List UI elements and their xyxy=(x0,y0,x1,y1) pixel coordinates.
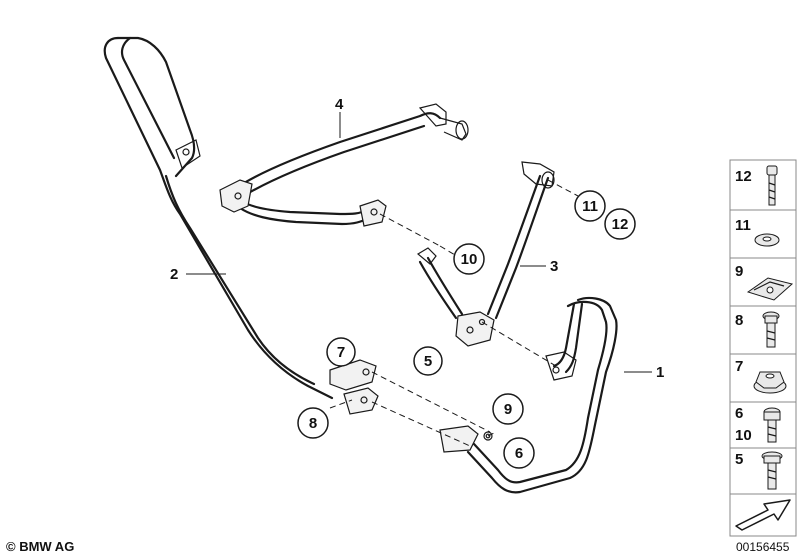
svg-text:7: 7 xyxy=(337,344,345,361)
svg-text:8: 8 xyxy=(735,312,743,329)
callout-10: 10 xyxy=(453,243,485,275)
svg-text:11: 11 xyxy=(735,217,751,234)
collar-nut-icon xyxy=(753,371,787,394)
part-label-3: 3 xyxy=(550,258,558,275)
svg-text:8: 8 xyxy=(309,415,317,432)
svg-text:7: 7 xyxy=(735,358,743,375)
long-bolt-icon xyxy=(766,165,778,206)
leader-lines xyxy=(186,112,652,373)
lower-left-mounting-plates xyxy=(329,359,379,415)
strut-part-3 xyxy=(416,161,555,347)
flange-bolt-icon xyxy=(762,311,780,348)
part-label-1: 1 xyxy=(656,364,664,381)
callout-5: 5 xyxy=(413,346,443,376)
svg-text:9: 9 xyxy=(735,263,743,280)
hex-flange-bolt-icon xyxy=(761,451,783,490)
bracket-tube-part-4 xyxy=(219,103,469,227)
parts-legend: 12 11 9 xyxy=(729,159,797,537)
svg-text:5: 5 xyxy=(735,451,743,468)
assembly-lines xyxy=(329,179,579,447)
legend-row-7: 7 xyxy=(729,353,797,403)
part-label-4: 4 xyxy=(335,96,344,113)
callout-11: 11 xyxy=(574,190,606,222)
svg-text:11: 11 xyxy=(582,198,598,215)
legend-row-8: 8 xyxy=(729,305,797,355)
frame-tube-part-2 xyxy=(103,36,334,400)
svg-text:12: 12 xyxy=(612,216,629,233)
callout-8: 8 xyxy=(297,407,329,439)
svg-text:6: 6 xyxy=(735,405,743,422)
bumper-frame-part-1 xyxy=(439,296,618,494)
svg-text:10: 10 xyxy=(735,427,752,444)
legend-row-6-10: 6 10 xyxy=(729,401,797,449)
legend-row-5: 5 xyxy=(729,447,797,495)
callout-7: 7 xyxy=(326,337,356,367)
svg-text:9: 9 xyxy=(504,401,512,418)
part-label-2: 2 xyxy=(170,266,178,283)
svg-text:6: 6 xyxy=(515,445,523,462)
legend-row-11: 11 xyxy=(729,209,797,259)
svg-text:12: 12 xyxy=(735,168,752,185)
forward-arrow-icon xyxy=(735,499,791,531)
legend-row-9: 9 xyxy=(729,257,797,307)
callout-9: 9 xyxy=(492,393,524,425)
svg-text:5: 5 xyxy=(424,353,432,370)
diagram-number: 00156455 xyxy=(736,540,790,554)
spring-nut-clip-icon xyxy=(746,277,794,301)
socket-head-bolt-icon xyxy=(763,407,781,443)
washer-icon xyxy=(754,233,780,247)
callout-6: 6 xyxy=(503,437,535,469)
copyright-text: © BMW AG xyxy=(6,539,75,554)
callout-12: 12 xyxy=(604,208,636,240)
legend-row-12: 12 xyxy=(729,159,797,211)
direction-arrow-box xyxy=(729,493,797,537)
svg-text:10: 10 xyxy=(461,251,478,268)
